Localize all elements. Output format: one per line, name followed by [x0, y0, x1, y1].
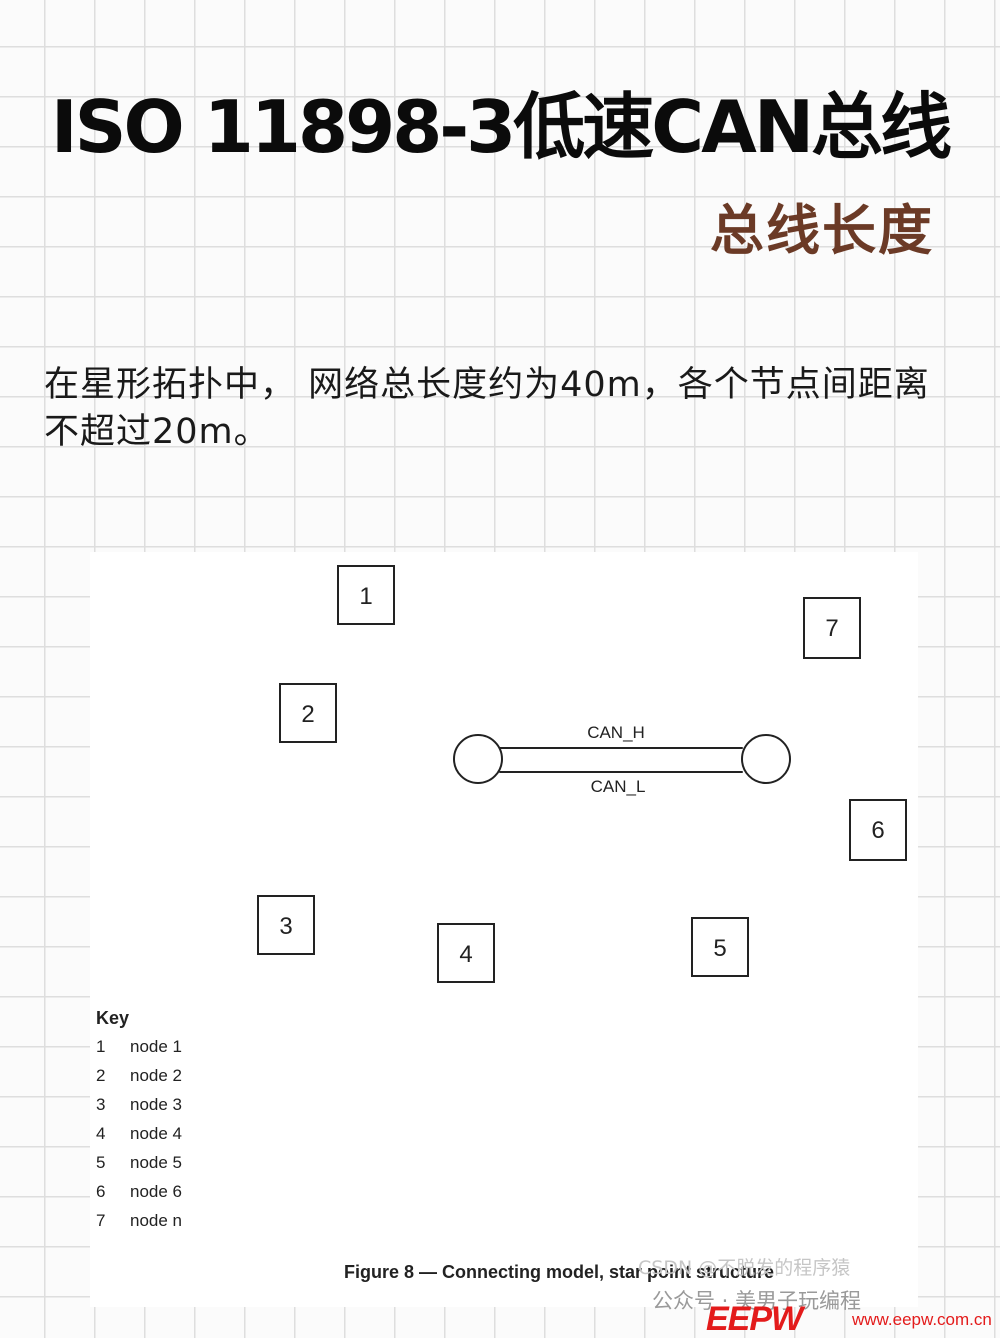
node-box-5 [691, 917, 749, 977]
key-label: node 1 [130, 1037, 182, 1056]
key-number: 3 [96, 1095, 106, 1114]
star-point-left [453, 734, 503, 784]
node-label-1: 1 [359, 583, 372, 610]
node-label-3: 3 [279, 913, 292, 940]
node-label-4: 4 [459, 941, 472, 968]
key-row: 5 node 5 [96, 1153, 182, 1182]
csdn-watermark: CSDN @不脱发的程序猿 [638, 1257, 851, 1279]
key-row: 1 node 1 [96, 1037, 182, 1066]
node-label-7: 7 [825, 615, 838, 642]
wechat-watermark: 公众号 · 美男子玩编程 [652, 1289, 862, 1313]
figure-panel: 1 2 3 4 5 6 7 CAN_H CAN_L Key 1 node 1 2 n… [90, 552, 918, 1307]
node-box-1 [337, 565, 395, 625]
can-l-label: CAN_L [591, 777, 646, 796]
key-number: 5 [96, 1153, 106, 1172]
node-box-6 [849, 799, 907, 861]
node-box-3 [257, 895, 315, 955]
eepw-logo: EEPW [706, 1300, 803, 1338]
description-text: 在星形拓扑中， 网络总长度约为40m，各个节点间距离不超过20m。 [44, 365, 930, 452]
key-row: 6 node 6 [96, 1182, 182, 1211]
key-number: 7 [96, 1211, 106, 1230]
key-label: node 4 [130, 1124, 182, 1143]
can-h-label: CAN_H [587, 723, 645, 742]
node-label-5: 5 [713, 935, 726, 962]
key-row: 4 node 4 [96, 1124, 182, 1153]
star-topology-diagram: 1 2 3 4 5 6 7 CAN_H CAN_L [257, 565, 907, 983]
key-label: node 5 [130, 1153, 182, 1172]
node-label-2: 2 [301, 701, 314, 728]
page-title: ISO 11898-3低速CAN总线 [50, 85, 952, 169]
figure-caption: Figure 8 — Connecting model, star point … [344, 1262, 775, 1282]
key-number: 1 [96, 1037, 106, 1056]
key-number: 4 [96, 1124, 106, 1143]
page-subtitle: 总线长度 [710, 199, 934, 262]
key-number: 6 [96, 1182, 106, 1201]
key-label: node n [130, 1211, 182, 1230]
node-box-7 [803, 597, 861, 659]
key-row: 2 node 2 [96, 1066, 182, 1095]
key-label: node 2 [130, 1066, 182, 1085]
eepw-url: www.eepw.com.cn [852, 1310, 992, 1329]
key-label: node 6 [130, 1182, 182, 1201]
key-label: node 3 [130, 1095, 182, 1114]
node-box-2 [279, 683, 337, 743]
key-legend: Key 1 node 1 2 node 2 3 node 3 4 node 4 5 nod… [96, 1008, 182, 1240]
key-title: Key [96, 1008, 130, 1028]
key-row: 3 node 3 [96, 1095, 182, 1124]
key-number: 2 [96, 1066, 106, 1085]
node-box-4 [437, 923, 495, 983]
key-row: 7 node n [96, 1211, 182, 1240]
star-point-right [741, 734, 791, 784]
node-label-6: 6 [871, 817, 884, 844]
